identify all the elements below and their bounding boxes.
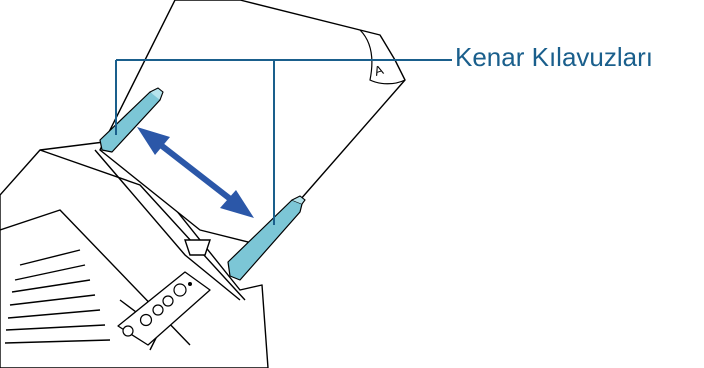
side-guide-left-edge: [149, 87, 164, 101]
power-button-icon: [122, 325, 134, 337]
adjust-arrow: [137, 127, 254, 218]
paper-chute: [94, 149, 241, 301]
callout-lines: [115, 59, 452, 225]
scan-button-icon: [152, 304, 164, 316]
sub-button-icon: [162, 295, 174, 307]
stop-button-icon: [139, 313, 153, 327]
scanner-body: [0, 139, 269, 368]
indicator-led-icon: [173, 283, 187, 297]
operator-panel: [117, 271, 211, 346]
side-guides-label: Kenar Kılavuzları: [455, 42, 653, 72]
side-guide-right-edge: [291, 195, 306, 205]
